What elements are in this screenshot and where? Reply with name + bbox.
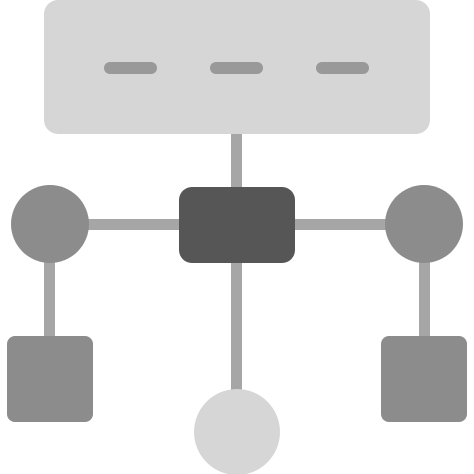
connector-right-vertical bbox=[419, 225, 430, 345]
left-node bbox=[11, 185, 89, 263]
nodes bbox=[7, 185, 467, 474]
panel-dash-right bbox=[316, 62, 369, 74]
connector-top-vertical bbox=[231, 130, 242, 192]
right-leaf-box bbox=[381, 336, 467, 422]
connectors bbox=[44, 130, 430, 398]
right-node bbox=[385, 185, 463, 263]
connector-bottom-vertical bbox=[231, 258, 242, 398]
top-panel bbox=[44, 0, 430, 134]
panel-dash-middle bbox=[210, 62, 263, 74]
left-leaf-box bbox=[7, 336, 93, 422]
panel-dash-left bbox=[104, 62, 157, 74]
bottom-node bbox=[194, 389, 280, 474]
center-hub bbox=[179, 187, 295, 263]
connector-left-vertical bbox=[44, 225, 55, 345]
